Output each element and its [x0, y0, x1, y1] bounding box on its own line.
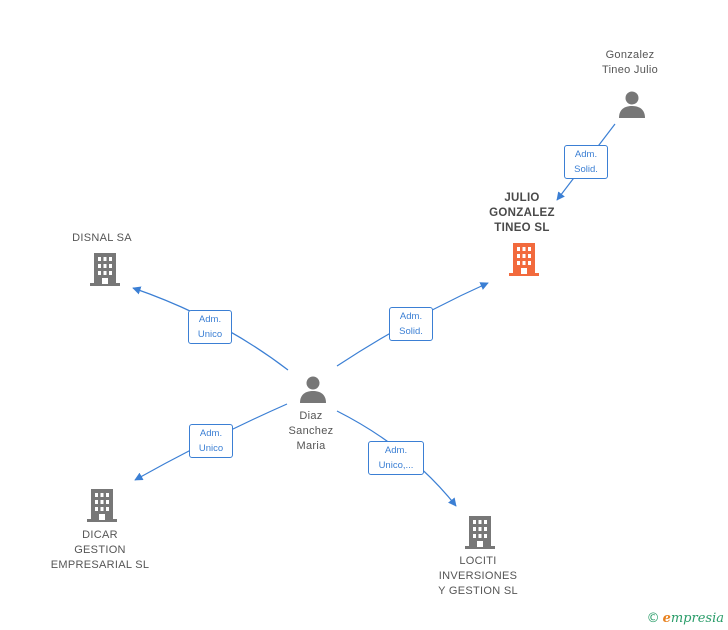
edge-label-diaz-to-julio[interactable]: Adm. Solid. — [389, 307, 433, 341]
node-label-disnal-sa: DISNAL SA — [72, 232, 132, 244]
node-label-lociti-inversiones: LOCITI INVERSIONES Y GESTION SL — [438, 555, 518, 597]
building-icon[interactable] — [84, 487, 120, 523]
node-label-julio-gonzalez-tineo-sl: JULIO GONZALEZ TINEO SL — [489, 192, 555, 234]
edge-label-gonzalez-to-julio[interactable]: Adm. Solid. — [564, 145, 608, 179]
building-icon-highlighted[interactable] — [506, 241, 542, 277]
node-label-gonzalez-tineo-julio: Gonzalez Tineo Julio — [601, 49, 659, 76]
person-icon[interactable] — [298, 374, 328, 404]
empresia-watermark: ©empresia — [647, 611, 724, 626]
node-label-dicar-gestion: DICAR GESTION EMPRESARIAL SL — [50, 529, 150, 571]
person-icon[interactable] — [617, 89, 647, 119]
brand-logo-e: e — [662, 611, 671, 626]
copyright-symbol: © — [646, 611, 660, 626]
brand-logo-text: mpresia — [670, 611, 724, 626]
edge-label-diaz-to-dicar[interactable]: Adm. Unico — [189, 424, 233, 458]
building-icon[interactable] — [87, 251, 123, 287]
building-icon[interactable] — [462, 514, 498, 550]
node-label-diaz-sanchez-maria: Diaz Sanchez Maria — [288, 410, 334, 452]
edge-label-diaz-to-lociti[interactable]: Adm. Unico,... — [368, 441, 424, 475]
edge-label-diaz-to-disnal[interactable]: Adm. Unico — [188, 310, 232, 344]
